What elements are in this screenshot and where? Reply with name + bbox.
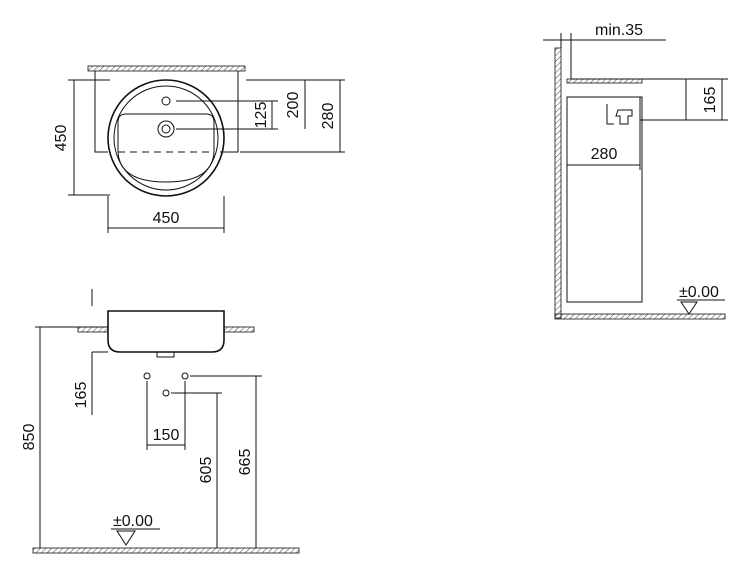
top-view: 450 450 125 200 280	[53, 65, 345, 233]
top-view-counter-outline	[94, 71, 108, 153]
front-view-dim-850: 850	[21, 424, 38, 451]
connection-point-icon	[181, 372, 189, 380]
drain-outer-icon	[157, 120, 175, 138]
front-view-floor	[32, 547, 300, 554]
top-view-counter-outline-right	[220, 71, 239, 153]
side-view-basin	[571, 78, 687, 121]
top-view-depth-label: 450	[53, 125, 70, 152]
side-view-counter-top	[566, 78, 643, 84]
side-view: min.35 165 280 ±0.00	[543, 22, 728, 320]
top-view-width-label: 450	[153, 210, 180, 227]
top-view-basin-rim-inner	[113, 85, 219, 191]
front-view-floor-level: ±0.00	[113, 513, 153, 530]
level-triangle-icon	[680, 301, 698, 315]
top-view-bowl	[117, 113, 215, 183]
side-view-projection-label: 280	[591, 146, 618, 163]
side-view-floor	[554, 313, 726, 320]
front-view-dim-605: 605	[198, 457, 215, 484]
level-triangle-icon	[116, 530, 136, 546]
front-view-counter-right	[223, 326, 255, 333]
side-view-floor-level: ±0.00	[679, 284, 719, 301]
front-view-counter-left	[77, 326, 109, 333]
front-view-drain	[156, 351, 175, 358]
side-view-siphon	[606, 104, 633, 125]
side-view-cabinet	[566, 96, 643, 303]
front-view-dim-665: 665	[237, 449, 254, 476]
top-view-dim-125: 125	[253, 102, 270, 129]
side-view-wall	[554, 47, 562, 319]
drain-inner-icon	[161, 124, 171, 134]
front-view-basin	[107, 310, 225, 353]
front-view-dim-165: 165	[73, 382, 90, 409]
tap-hole-icon	[161, 96, 171, 106]
top-view-counter-strip	[87, 65, 246, 72]
connection-point-icon	[162, 389, 170, 397]
side-view-height-label: 165	[702, 87, 719, 114]
connection-point-icon	[143, 372, 151, 380]
front-view-dim-150: 150	[153, 427, 180, 444]
front-view: 850 165 150 605 665 ±0.00	[21, 289, 300, 554]
top-view-basin-outer	[107, 79, 225, 197]
top-view-dim-200: 200	[285, 92, 302, 119]
top-view-dim-280: 280	[320, 103, 337, 130]
side-view-clearance-label: min.35	[595, 22, 643, 39]
